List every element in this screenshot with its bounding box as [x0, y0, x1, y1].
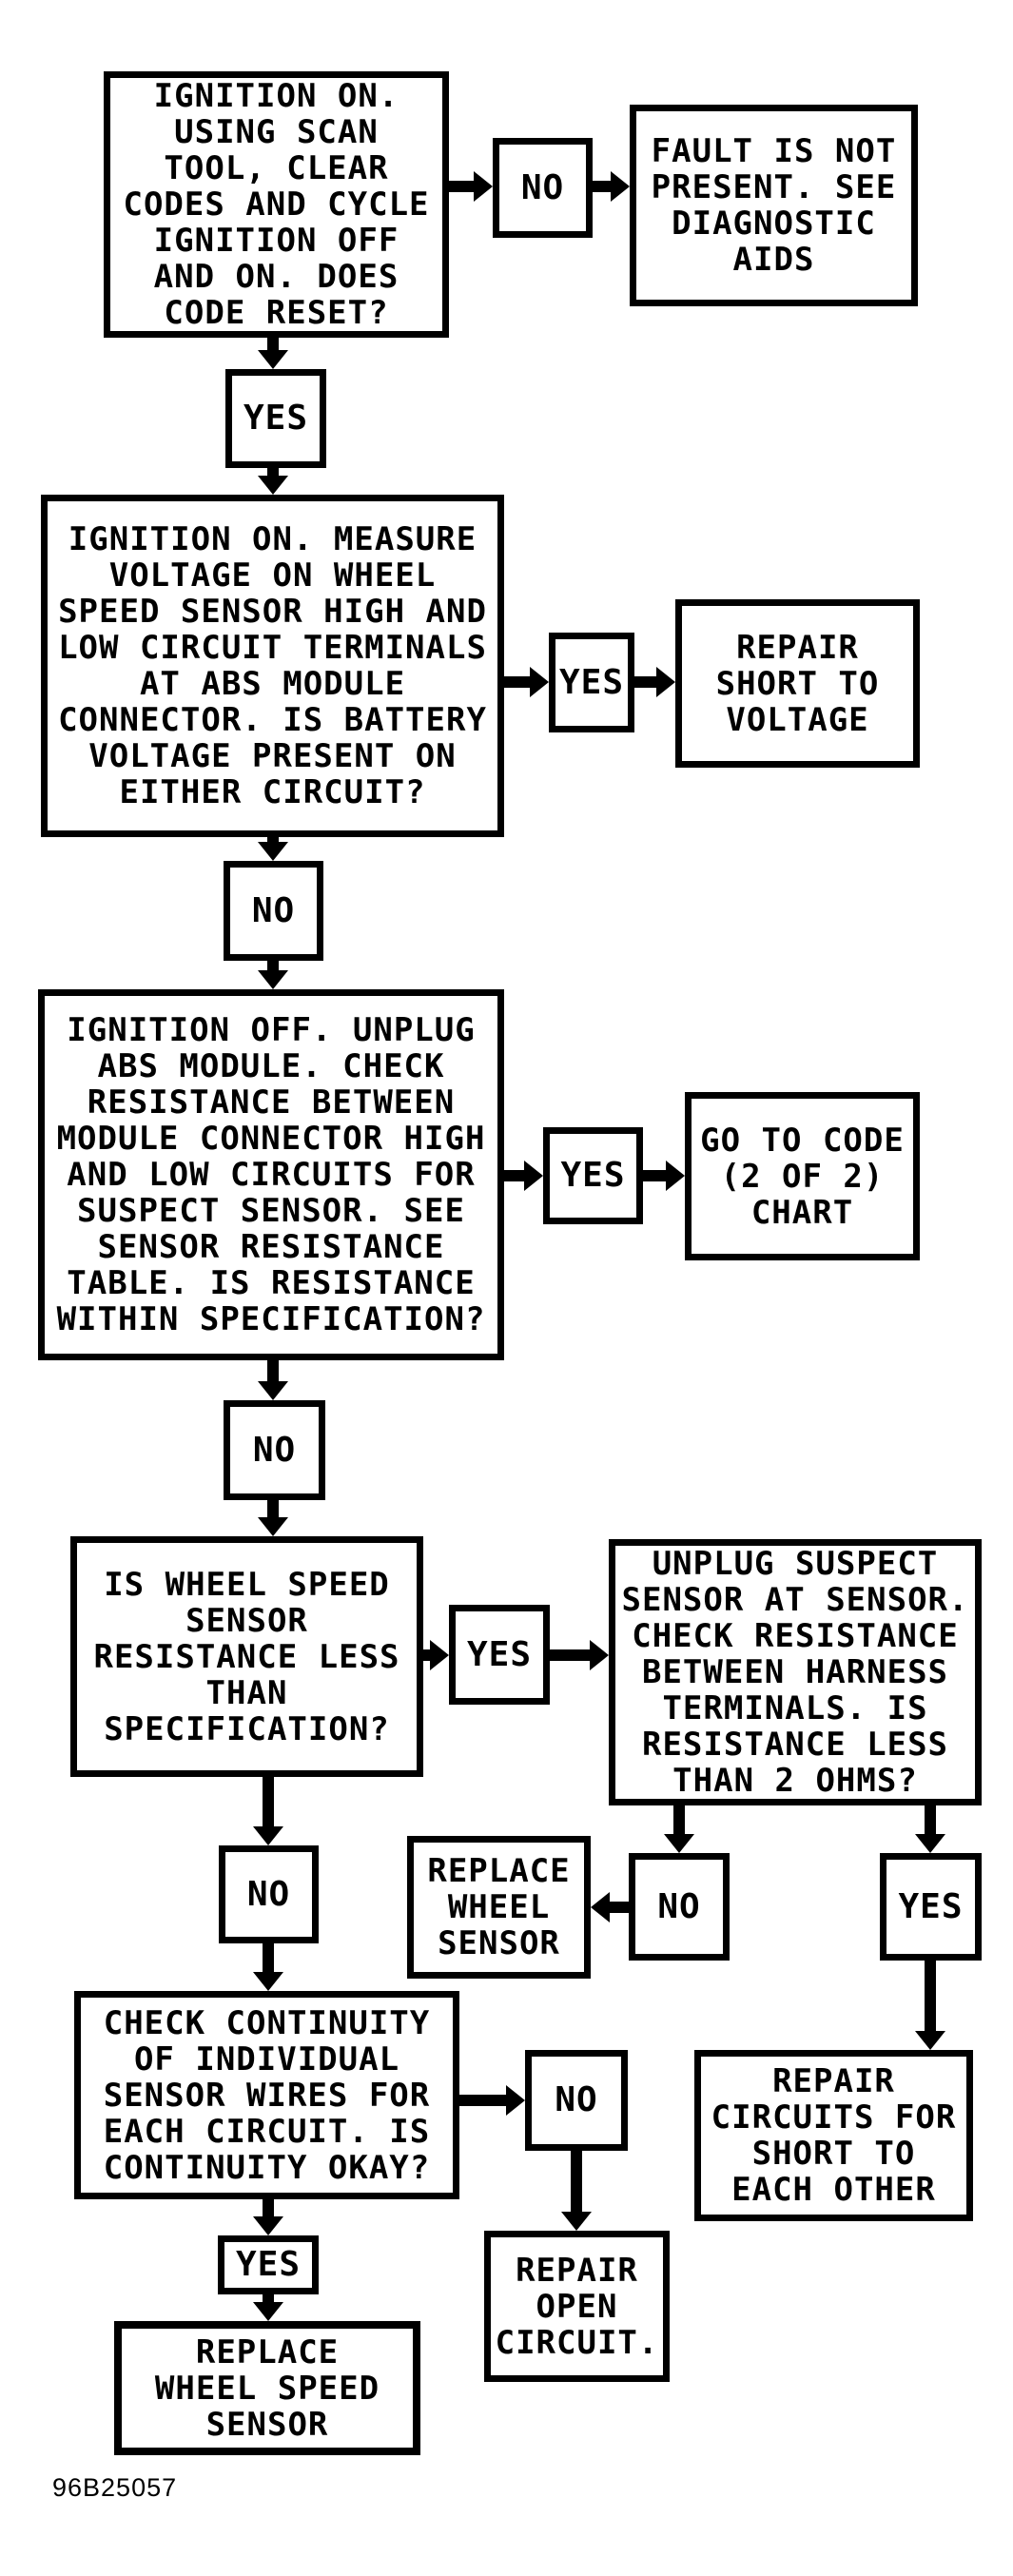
arrow-head-yes1-q2: [258, 476, 288, 495]
flowchart-label-yes-1: YES: [225, 369, 326, 468]
arrow-no-replace-wheel-sensor: [608, 1902, 629, 1913]
arrow-q3-yes: [504, 1170, 526, 1181]
arrow-head-yes-replace-wss: [253, 2302, 283, 2321]
flowchart-box-fault-not-present: FAULT IS NOT PRESENT. SEE DIAGNOSTIC AID…: [630, 105, 918, 306]
flowchart-label-yes-6: YES: [218, 2235, 319, 2294]
flowchart-box-text: REPLACE WHEEL SENSOR: [427, 1852, 571, 1962]
arrow-head-yes-repair-circuits: [915, 2031, 945, 2050]
arrow-yes-replace-wss: [263, 2294, 274, 2304]
flowchart-box-text: CHECK CONTINUITY OF INDIVIDUAL SENSOR WI…: [103, 2003, 431, 2187]
arrow-yes-q5: [550, 1649, 592, 1661]
flowchart-box-check-continuity-question: CHECK CONTINUITY OF INDIVIDUAL SENSOR WI…: [74, 1991, 459, 2199]
arrow-head-no3-q4: [258, 1517, 288, 1536]
flowchart-box-text: GO TO CODE (2 OF 2) CHART: [700, 1121, 905, 1232]
flowchart-box-replace-wheel-speed-sensor: REPLACE WHEEL SPEED SENSOR: [114, 2321, 420, 2455]
flowchart-label-no-4: NO: [629, 1853, 730, 1961]
flowchart-label-text: YES: [243, 399, 309, 438]
arrow-head-q6-yes: [253, 2216, 283, 2235]
arrow-head-q2-no2: [258, 842, 288, 861]
flowchart-label-no-2: NO: [224, 861, 323, 961]
flowchart-label-text: NO: [246, 1874, 291, 1914]
flowchart-label-yes-2: YES: [549, 633, 634, 732]
arrow-head-no1-fault: [611, 171, 630, 202]
flowchart-box-go-to-code-chart: GO TO CODE (2 OF 2) CHART: [685, 1092, 920, 1260]
flowchart-box-text: FAULT IS NOT PRESENT. SEE DIAGNOSTIC AID…: [651, 132, 897, 279]
arrow-q5-yes: [925, 1805, 936, 1836]
arrow-head-no-replace-wheel-sensor: [591, 1892, 610, 1922]
flowchart-box-text: UNPLUG SUSPECT SENSOR AT SENSOR. CHECK R…: [621, 1545, 969, 1800]
arrow-head-q4-yes: [430, 1640, 449, 1670]
flowchart-box-repair-short-to-voltage: REPAIR SHORT TO VOLTAGE: [675, 599, 920, 768]
arrow-q2-yes2: [504, 676, 533, 688]
flowchart-box-repair-circuits-short: REPAIR CIRCUITS FOR SHORT TO EACH OTHER: [694, 2050, 973, 2221]
arrow-yes-go-to-code: [643, 1170, 668, 1181]
arrow-head-q5-yes: [915, 1834, 945, 1853]
flowchart-label-text: YES: [560, 1156, 626, 1195]
flowchart-label-no-1: NO: [493, 138, 593, 238]
flowchart-box-text: REPLACE WHEEL SPEED SENSOR: [154, 2332, 380, 2444]
flowchart-box-unplug-suspect-sensor-question: UNPLUG SUSPECT SENSOR AT SENSOR. CHECK R…: [609, 1539, 982, 1805]
flowchart-label-yes-3: YES: [543, 1127, 643, 1224]
flowchart-label-text: YES: [235, 2245, 302, 2284]
arrow-head-q1-no1: [474, 171, 493, 202]
arrow-head-q3-yes: [524, 1161, 543, 1191]
arrow-q5-no: [673, 1805, 685, 1836]
arrow-q3-no3: [267, 1360, 279, 1383]
flowchart-label-text: NO: [555, 2080, 598, 2119]
flowchart-box-text: IGNITION ON. USING SCAN TOOL, CLEAR CODE…: [123, 77, 430, 332]
arrow-no1-fault: [593, 181, 613, 192]
arrow-head-yes-q5: [590, 1640, 609, 1670]
flowchart-label-text: NO: [520, 167, 565, 207]
arrow-no2-q3: [267, 961, 279, 972]
arrow-head-no-repair-open: [561, 2212, 592, 2231]
flowchart-box-measure-voltage-question: IGNITION ON. MEASURE VOLTAGE ON WHEEL SP…: [41, 495, 504, 837]
arrow-q6-no: [459, 2095, 508, 2106]
arrow-head-q3-no3: [258, 1381, 288, 1400]
arrow-no-repair-open: [571, 2151, 582, 2214]
flowchart-label-text: YES: [558, 662, 625, 702]
flowchart-box-text: REPAIR CIRCUITS FOR SHORT TO EACH OTHER: [711, 2062, 957, 2209]
flowchart-label-no-6: NO: [525, 2050, 628, 2151]
flowchart-box-text: IGNITION OFF. UNPLUG ABS MODULE. CHECK R…: [56, 1011, 486, 1338]
arrow-q2-no2: [267, 837, 279, 845]
flowchart-label-no-3: NO: [224, 1400, 325, 1500]
flowchart-label-no-5: NO: [219, 1845, 319, 1943]
flowchart-box-text: IGNITION ON. MEASURE VOLTAGE ON WHEEL SP…: [58, 520, 487, 811]
flowchart-label-text: NO: [657, 1886, 701, 1926]
flowchart-label-text: NO: [252, 1430, 297, 1470]
flowchart-label-yes-5: YES: [880, 1853, 982, 1961]
arrow-head-q4-no: [253, 1826, 283, 1845]
flowchart-label-yes-4: YES: [449, 1605, 550, 1705]
flowchart-box-text: REPAIR OPEN CIRCUIT.: [495, 2251, 659, 2362]
flowchart-label-text: YES: [898, 1886, 964, 1926]
flowchart-box-check-resistance-question: IGNITION OFF. UNPLUG ABS MODULE. CHECK R…: [38, 989, 504, 1360]
arrow-no3-q4: [267, 1500, 279, 1519]
arrow-q6-yes: [263, 2199, 274, 2218]
arrow-head-q5-no: [664, 1834, 694, 1853]
flowchart-box-text: REPAIR SHORT TO VOLTAGE: [715, 628, 880, 739]
flowchart-box-text: IS WHEEL SPEED SENSOR RESISTANCE LESS TH…: [93, 1565, 400, 1748]
flowchart-box-replace-wheel-sensor: REPLACE WHEEL SENSOR: [407, 1836, 591, 1979]
arrow-q1-yes1: [267, 338, 279, 353]
arrow-q4-yes: [423, 1649, 433, 1661]
arrow-no-q6: [263, 1943, 274, 1974]
arrow-q4-no: [263, 1777, 274, 1828]
arrow-head-q2-yes2: [530, 667, 549, 697]
flowchart-label-text: YES: [466, 1634, 533, 1674]
figure-reference-code: 96B25057: [52, 2473, 178, 2502]
arrow-yes2-repair-short: [634, 676, 659, 688]
arrow-head-q6-no: [506, 2085, 525, 2116]
arrow-yes-repair-circuits: [925, 1961, 936, 2033]
arrow-head-no-q6: [253, 1972, 283, 1991]
arrow-head-yes2-repair-short: [656, 667, 675, 697]
flowchart-box-repair-open-circuit: REPAIR OPEN CIRCUIT.: [484, 2231, 670, 2382]
flowchart-box-resistance-less-question: IS WHEEL SPEED SENSOR RESISTANCE LESS TH…: [70, 1536, 423, 1777]
arrow-head-yes-go-to-code: [666, 1161, 685, 1191]
flowchart-box-clear-codes-question: IGNITION ON. USING SCAN TOOL, CLEAR CODE…: [104, 71, 449, 338]
arrow-q1-no1: [449, 181, 477, 192]
flowchart-label-text: NO: [251, 890, 296, 930]
arrow-head-no2-q3: [258, 970, 288, 989]
arrow-head-q1-yes1: [258, 350, 288, 369]
